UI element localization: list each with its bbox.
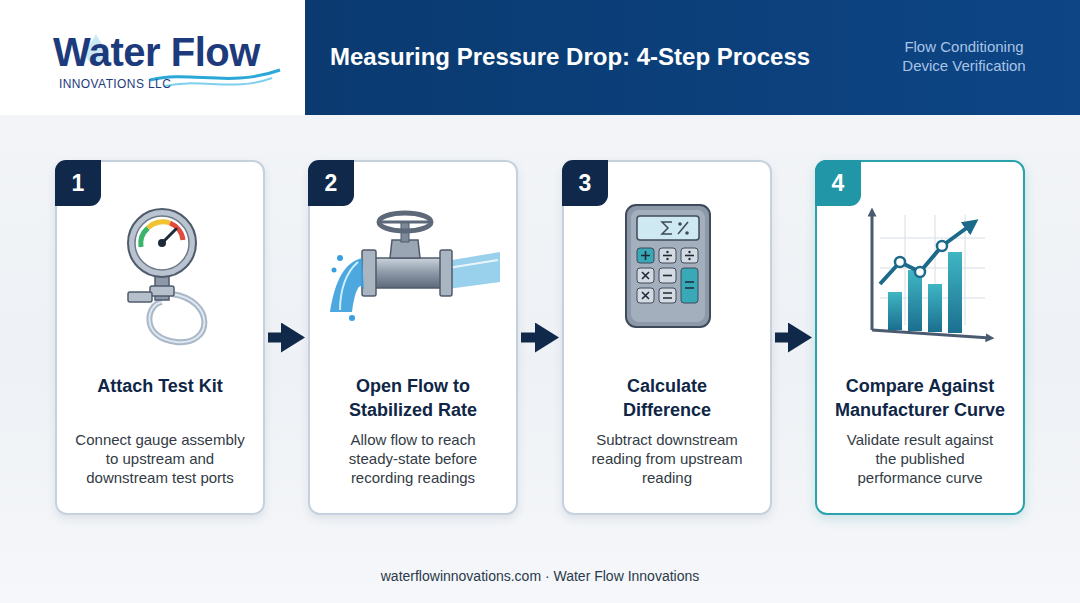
step-number: 2 — [308, 160, 354, 206]
step-description: Validate result against the published pe… — [835, 430, 1005, 487]
performance-chart-icon — [872, 212, 990, 338]
calculator-icon — [626, 205, 710, 327]
header-band — [305, 0, 1080, 115]
header-subtitle: Flow Conditioning Device Verification — [884, 37, 1044, 75]
step-title: Attach Test Kit — [70, 374, 250, 398]
flow-valve-icon — [330, 213, 500, 321]
step-description: Subtract downstream reading from upstrea… — [582, 430, 752, 487]
flow-arrow — [775, 333, 812, 343]
header-title: Measuring Pressure Drop: 4-Step Process — [330, 43, 810, 71]
logo-subtitle: INNOVATIONS LLC — [59, 77, 171, 91]
footer-text: waterflowinnovations.com · Water Flow In… — [0, 567, 1080, 585]
process-step-card: 3Calculate DifferenceSubtract downstream… — [562, 160, 772, 515]
process-step-card: 2Open Flow to Stabilized RateAllow flow … — [308, 160, 518, 515]
step-number: 4 — [815, 160, 861, 206]
process-step-card: 4Compare Against Manufacturer CurveValid… — [815, 160, 1025, 515]
step-title: Compare Against Manufacturer Curve — [825, 374, 1015, 422]
flow-arrow — [521, 333, 559, 343]
step-description: Connect gauge assembly to upstream and d… — [75, 430, 245, 487]
step-title: Open Flow to Stabilized Rate — [333, 374, 493, 422]
pressure-gauge-icon — [128, 209, 204, 342]
step-number: 1 — [55, 160, 101, 206]
process-step-card: 1Attach Test KitConnect gauge assembly t… — [55, 160, 265, 515]
step-description: Allow flow to reach steady-state before … — [328, 430, 498, 487]
logo-area — [0, 0, 305, 115]
logo-wordmark: Water Flow — [53, 30, 260, 74]
logo-wave — [165, 78, 272, 86]
step-number: 3 — [562, 160, 608, 206]
step-title: Calculate Difference — [592, 374, 742, 422]
flow-arrow — [268, 333, 305, 343]
